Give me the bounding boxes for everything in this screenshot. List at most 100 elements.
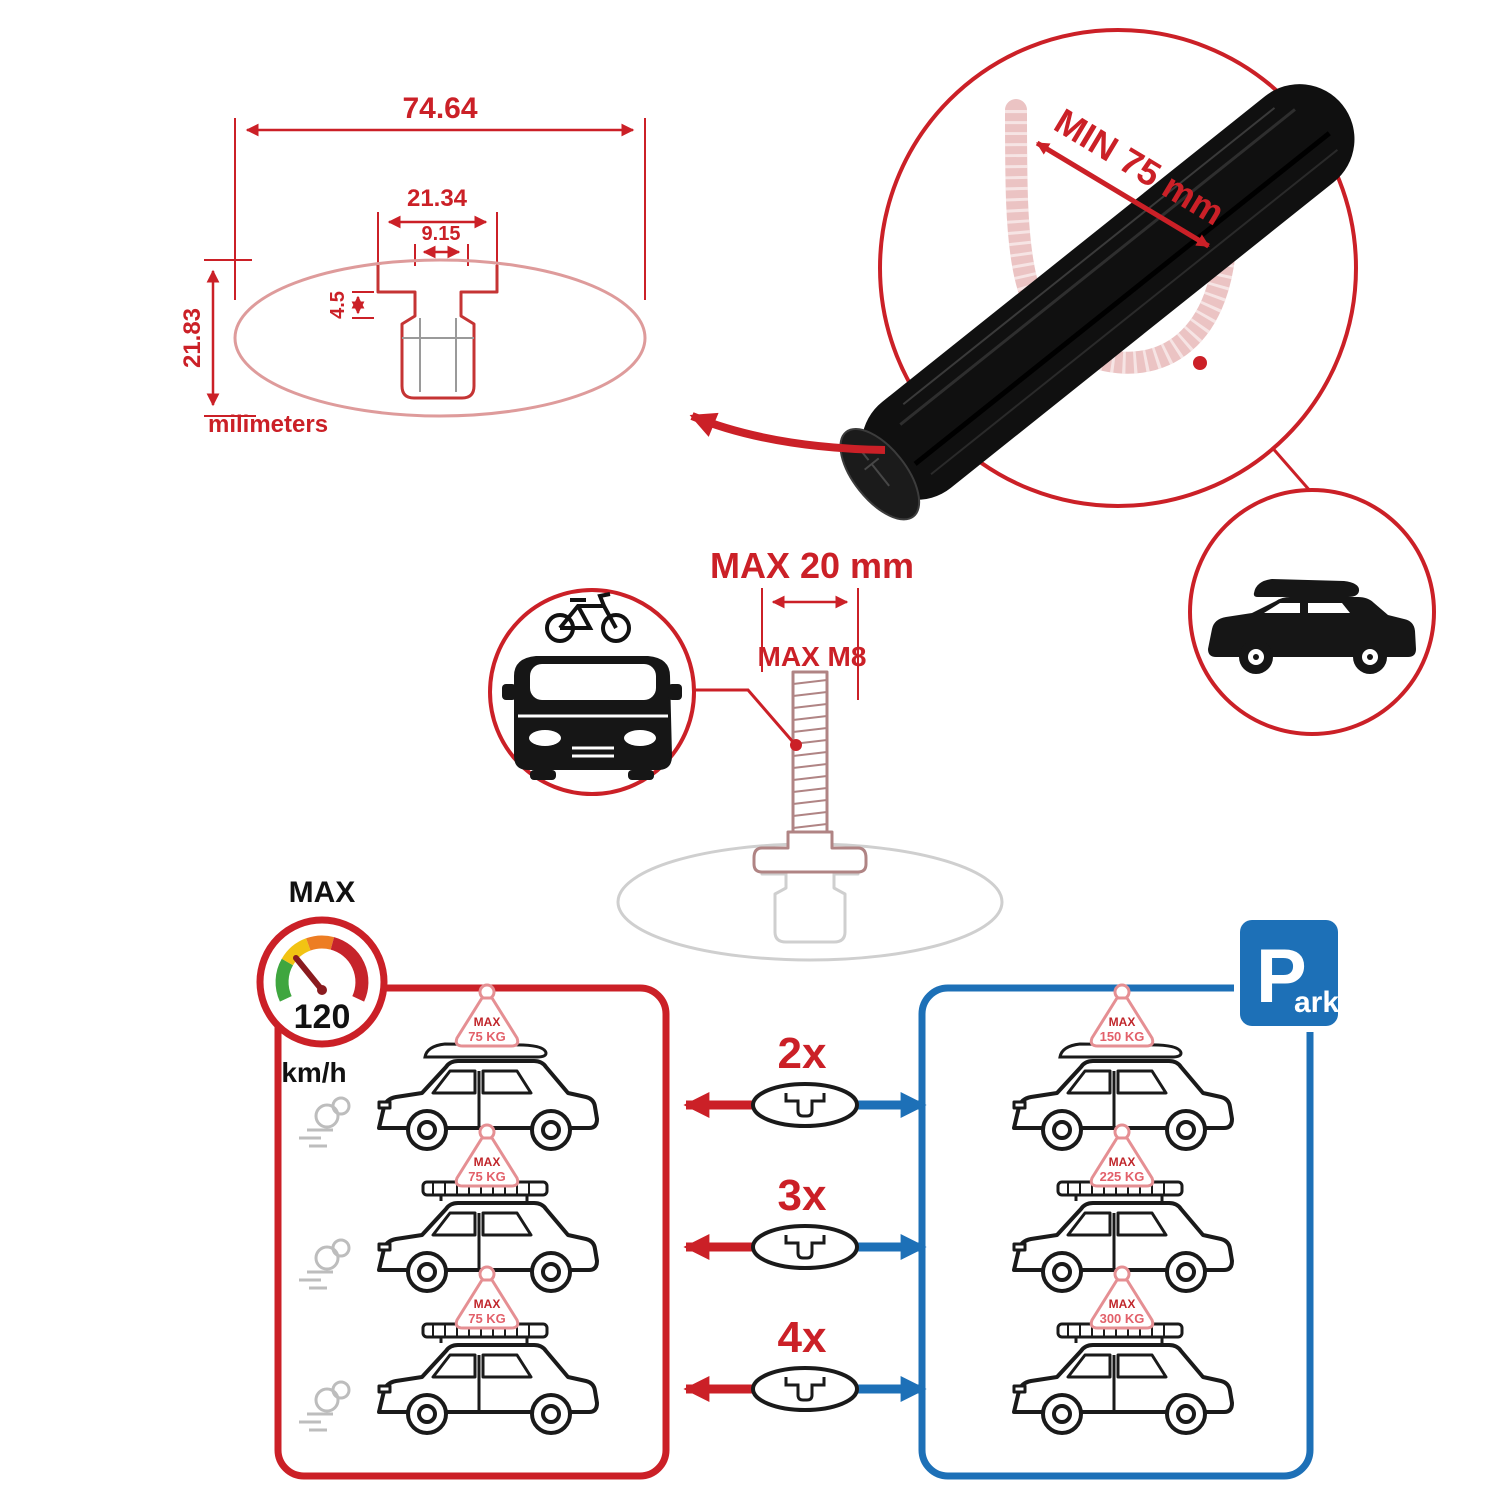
gauge-needle xyxy=(293,955,325,993)
gauge-arc-green xyxy=(275,958,294,1002)
badge-value: 225 KG xyxy=(1100,1169,1145,1184)
profile-ellipse xyxy=(233,258,647,418)
profile-t-channel xyxy=(376,265,499,400)
oval-outline xyxy=(751,1082,859,1128)
gauge-arc-yellow xyxy=(281,938,311,966)
bolt-width-ext-lines xyxy=(761,588,859,700)
dim-inner-slot-label: 9.15 xyxy=(422,223,461,245)
cross-section-dimension-drawing: 74.64 21.34 9.15 4.5 21.83 milimeters xyxy=(179,92,647,438)
driving-car-1: MAX 75 KG xyxy=(297,983,599,1151)
multiplier-label: 3x xyxy=(778,1171,827,1220)
ghost-profile-channel xyxy=(760,850,860,944)
badge-title: MAX xyxy=(1109,1297,1136,1311)
park-sign: P ark xyxy=(1234,914,1344,1032)
crossbar-oval-icon xyxy=(751,1224,859,1270)
speed-max-label: MAX xyxy=(289,876,356,909)
crossbar-oval-icon xyxy=(751,1366,859,1412)
bike-icon xyxy=(545,592,631,643)
park-sign-letter: P xyxy=(1256,934,1307,1019)
suv-rear-window xyxy=(1308,603,1350,613)
speed-limit-gauge: MAX 120 km/h xyxy=(256,876,388,1088)
oval-outline xyxy=(751,1366,859,1412)
u-bolt-thread-texture xyxy=(1005,109,1237,374)
car-front-bike-circle xyxy=(488,588,696,796)
bolt-thread-label: MAX M8 xyxy=(758,641,867,672)
badge-title: MAX xyxy=(1109,1155,1136,1169)
circle-to-bolt-leader xyxy=(694,688,795,743)
driving-car-3: MAX 75 KG xyxy=(297,1265,599,1435)
badge-title: MAX xyxy=(474,1297,501,1311)
bolt-threads xyxy=(792,679,828,829)
badge-value: 150 KG xyxy=(1100,1029,1145,1044)
multiplier-row-2: 3x xyxy=(683,1171,927,1270)
crossbar-highlight-3 xyxy=(930,149,1339,476)
multiplier-row-1: 2x xyxy=(683,1029,927,1128)
crossbar-groove xyxy=(913,131,1331,466)
badge-shape xyxy=(454,1136,520,1188)
units-label: milimeters xyxy=(208,411,328,438)
crossbar-highlight-2 xyxy=(899,108,1296,426)
dim-total-width-ext-lines xyxy=(234,118,646,300)
bolt-callout-dot xyxy=(790,739,802,751)
badge-shape xyxy=(1089,1278,1155,1330)
bolt-head xyxy=(752,830,868,874)
bolt-dimension-diagram: MAX 20 mm MAX M8 xyxy=(616,545,1004,962)
load-badge: MAX 150 KG xyxy=(1089,983,1155,1048)
badge-value: 75 KG xyxy=(468,1029,506,1044)
suv-rear-hub-center xyxy=(1367,654,1373,660)
badge-shape xyxy=(1089,996,1155,1048)
suv-front-hub-center xyxy=(1253,654,1259,660)
badge-value: 75 KG xyxy=(468,1311,506,1326)
multiplier-row-3: 4x xyxy=(683,1313,927,1412)
crossbar-detail-circle: MIN 75 mm xyxy=(839,28,1358,521)
suv-silhouette xyxy=(1208,579,1416,674)
crossbar-oval-icon xyxy=(751,1082,859,1128)
driving-car-2: MAX 75 KG xyxy=(297,1123,599,1293)
speed-value: 120 xyxy=(294,998,351,1036)
badge-value: 75 KG xyxy=(468,1169,506,1184)
badge-shape xyxy=(454,1278,520,1330)
oval-outline xyxy=(751,1224,859,1270)
car-front-icon xyxy=(502,656,682,780)
detail-to-profile-arrow xyxy=(689,412,886,454)
park-sign-rest: ark xyxy=(1294,986,1339,1019)
badge-title: MAX xyxy=(1109,1015,1136,1029)
t-bolt xyxy=(752,670,868,874)
gauge-pivot xyxy=(317,985,327,995)
speed-unit: km/h xyxy=(281,1057,346,1088)
parked-car-1: MAX 150 KG xyxy=(1012,983,1234,1151)
load-badge: MAX 300 KG xyxy=(1089,1265,1155,1330)
dim-inner-slot-ext-lines xyxy=(414,244,469,266)
suv-front-window xyxy=(1264,603,1300,613)
gauge-arc-red xyxy=(330,937,369,1002)
parked-car-3: MAX 300 KG xyxy=(1012,1265,1234,1435)
dim-lip-depth-ext-lines xyxy=(352,291,374,319)
badge-shape xyxy=(1089,1136,1155,1188)
crossbar-body xyxy=(861,84,1355,500)
dim-outer-slot-ext-lines xyxy=(377,212,498,268)
dim-lip-depth-label: 4.5 xyxy=(327,291,349,319)
gauge-arc-orange xyxy=(306,935,335,951)
badge-value: 300 KG xyxy=(1100,1311,1145,1326)
dim-total-width-label: 74.64 xyxy=(402,92,477,125)
load-badge: MAX 75 KG xyxy=(454,983,520,1048)
multiplier-label: 2x xyxy=(778,1029,827,1078)
clamp-callout-dot xyxy=(1193,356,1207,370)
load-badge: MAX 75 KG xyxy=(454,1265,520,1330)
bolt-max-width-label: MAX 20 mm xyxy=(710,545,914,586)
dim-total-height-ext-lines xyxy=(204,259,256,417)
badge-shape xyxy=(454,996,520,1048)
park-sign-tile xyxy=(1240,920,1338,1026)
profile-inner-lines xyxy=(402,318,474,392)
dim-outer-slot-label: 21.34 xyxy=(407,185,468,212)
load-badge: MAX 225 KG xyxy=(1089,1123,1155,1188)
min-clamp-arrow xyxy=(1035,140,1210,249)
load-badge: MAX 75 KG xyxy=(454,1123,520,1188)
suv-roofbox xyxy=(1253,579,1360,597)
parked-car-2: MAX 225 KG xyxy=(1012,1123,1234,1293)
gauge-arcs xyxy=(275,935,369,1002)
suv-roofbox-circle xyxy=(1188,488,1436,736)
crossbar-highlight-1 xyxy=(902,107,1276,406)
